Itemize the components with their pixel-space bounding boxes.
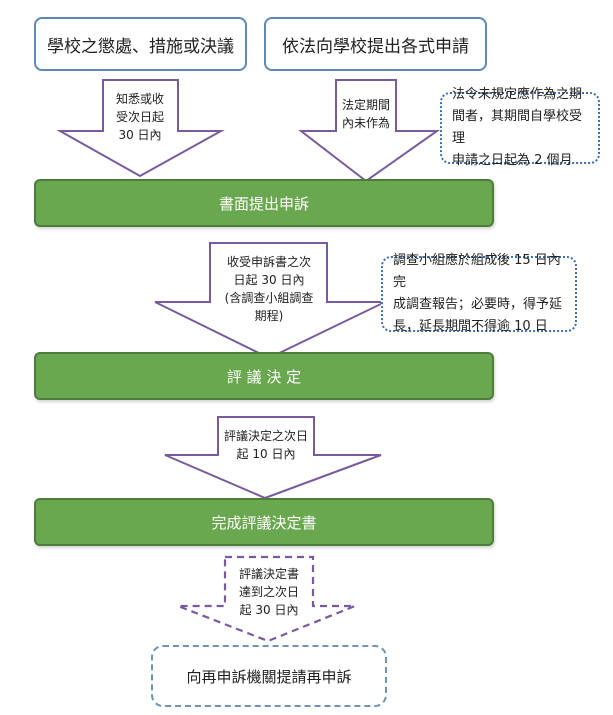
top-box-application: 依法向學校提出各式申請: [264, 17, 487, 71]
note-1-line: 間者，其期間自學校受理: [452, 109, 583, 146]
note-box-legal-period: 法令未規定應作為之期 間者，其期間自學校受理 申請之日起為 2 個月: [440, 87, 600, 168]
arrow-shape-3: [154, 242, 386, 360]
note-1-line: 法令未規定應作為之期: [452, 87, 583, 102]
arrow-shape-5: [177, 555, 356, 643]
step-decision-document: 完成評議決定書: [34, 498, 494, 546]
note-1-line: 申請之日起為 2 個月: [452, 153, 573, 168]
final-box-re-appeal: 向再申訴機關提請再申訴: [151, 645, 387, 707]
step-review-decision-label: 評 議 決 定: [226, 367, 302, 386]
arrow-label-1: 知悉或收 受次日起 30 日內: [115, 92, 164, 142]
arrow-label-4: 評議決定之次日 起 10 日內: [223, 429, 308, 461]
arrow-shape-2: [298, 79, 441, 183]
arrow-label-3: 收受申訴書之次 日起 30 日內 (含調查小組調查 期程): [224, 255, 314, 323]
final-box-label: 向再申訴機關提請再申訴: [186, 667, 352, 686]
arrow-label-5: 評議決定書 達到之次日 起 30 日內: [238, 567, 299, 617]
arrow-label-2: 法定期間 內未作為: [341, 98, 390, 130]
arrow-shape-4: [164, 416, 382, 500]
top-box-disciplinary-decision: 學校之懲處、措施或決議: [34, 17, 247, 71]
step-written-appeal-label: 書面提出申訴: [218, 194, 309, 213]
note-2-line: 長，延長期間不得逾 10 日: [393, 319, 548, 334]
top-box-left-label: 學校之懲處、措施或決議: [47, 36, 234, 57]
note-2-line: 調查小組應於組成後 15 日內完: [393, 253, 561, 290]
step-review-decision: 評 議 決 定: [34, 352, 494, 400]
note-1-text: 法令未規定應作為之期 間者，其期間自學校受理 申請之日起為 2 個月: [452, 84, 588, 172]
arrow-shape-1: [56, 79, 225, 178]
note-2-line: 成調查報告；必要時，得予延: [393, 297, 563, 312]
top-box-right-label: 依法向學校提出各式申請: [282, 36, 469, 57]
note-box-investigation: 調查小組應於組成後 15 日內完 成調查報告；必要時，得予延 長，延長期間不得逾…: [381, 253, 577, 334]
note-2-text: 調查小組應於組成後 15 日內完 成調查報告；必要時，得予延 長，延長期間不得逾…: [393, 250, 565, 338]
step-written-appeal: 書面提出申訴: [34, 179, 494, 227]
step-decision-document-label: 完成評議決定書: [211, 513, 317, 532]
